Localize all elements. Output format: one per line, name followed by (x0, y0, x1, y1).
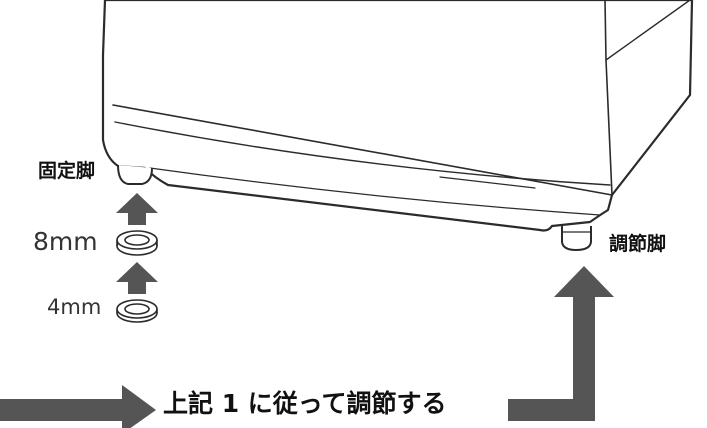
up-arrow-icon (116, 193, 158, 225)
washer-corner-line (605, 0, 691, 61)
washer-panel-line (114, 121, 611, 186)
washer-panel-line (112, 104, 613, 196)
up-arrow-icon (508, 266, 614, 421)
washer-body (101, 0, 694, 232)
spacer-4mm-label: 4mm (47, 295, 102, 319)
washer-edge-line (149, 167, 601, 216)
instruction-label: 上記 1 に従って調節する (163, 389, 447, 418)
spacer-8mm-label: 8mm (33, 227, 98, 256)
spacer-ring-icon (116, 299, 158, 323)
up-arrow-icon (116, 262, 158, 294)
washer-body-outline (101, 0, 694, 232)
right-arrow-icon (0, 385, 156, 428)
fixed-foot-label: 固定脚 (38, 160, 96, 182)
fixed-foot-icon (117, 164, 153, 185)
spacer-ring-icon (116, 230, 158, 256)
adjustable-foot-label: 調節脚 (609, 233, 667, 255)
washer-edge-line (439, 176, 536, 189)
adjustable-foot-icon (561, 226, 592, 252)
